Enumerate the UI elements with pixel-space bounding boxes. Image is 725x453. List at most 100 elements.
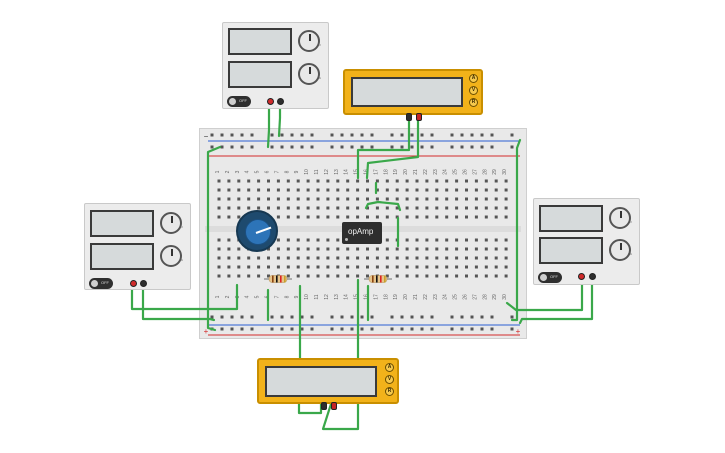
psu-power-switch[interactable] [227, 96, 251, 107]
column-number: 10 [304, 169, 310, 175]
breadboard-hole [316, 247, 320, 251]
breadboard-hole [405, 197, 409, 201]
multimeter-com-probe[interactable] [321, 402, 327, 410]
rail-polarity-label: + [204, 327, 209, 336]
wire [266, 101, 271, 149]
psu-voltage-knob[interactable] [298, 30, 320, 52]
psu-negative-terminal[interactable] [589, 273, 596, 280]
breadboard-hole [227, 197, 231, 201]
breadboard-hole [435, 265, 439, 269]
breadboard-hole [375, 197, 379, 201]
rail-hole [300, 145, 304, 149]
multimeter-mode-ammeter[interactable]: A [385, 363, 394, 372]
rail-hole [450, 145, 454, 149]
column-number: 27 [472, 169, 478, 175]
multimeter-top[interactable]: A V R [343, 69, 483, 121]
breadboard-hole [366, 256, 369, 260]
column-number: 19 [393, 294, 399, 300]
psu-negative-terminal[interactable] [140, 280, 147, 287]
breadboard-hole [326, 247, 330, 251]
psu-positive-terminal[interactable] [130, 280, 137, 287]
breadboard-hole [326, 256, 330, 260]
power-supply-top[interactable]: V A OFF [222, 22, 329, 109]
breadboard-hole [296, 179, 300, 183]
psu-voltage-unit: V [319, 43, 322, 47]
multimeter-positive-probe[interactable] [416, 113, 422, 121]
power-supply-right[interactable]: V A OFF [533, 198, 640, 285]
breadboard-hole [346, 179, 350, 183]
breadboard-hole [346, 256, 350, 260]
rail-hole [470, 327, 474, 331]
breadboard-hole [286, 265, 290, 269]
multimeter-positive-probe[interactable] [331, 402, 337, 410]
column-number: 29 [492, 294, 498, 300]
breadboard-hole [227, 206, 231, 210]
breadboard-hole [306, 247, 310, 251]
breadboard-hole [474, 197, 478, 201]
wire [356, 116, 411, 180]
multimeter-mode-ammeter[interactable]: A [469, 74, 478, 83]
rail-hole [410, 315, 414, 319]
breadboard-hole [435, 197, 439, 201]
breadboard-hole [435, 179, 439, 183]
breadboard-hole [296, 256, 300, 260]
breadboard-hole [494, 274, 498, 278]
breadboard-hole [247, 197, 251, 201]
breadboard-hole [484, 197, 488, 201]
breadboard-hole [286, 179, 290, 183]
rail-hole [420, 145, 424, 149]
breadboard-hole [326, 274, 330, 278]
breadboard-hole [385, 206, 389, 210]
psu-negative-terminal[interactable] [277, 98, 284, 105]
rail-hole [510, 327, 514, 331]
multimeter-com-probe[interactable] [406, 113, 412, 121]
rail-hole [510, 133, 514, 137]
breadboard-hole [425, 197, 429, 201]
psu-current-knob[interactable] [298, 63, 320, 85]
opamp-chip[interactable]: opAmp [342, 222, 382, 244]
breadboard-hole [375, 188, 379, 192]
psu-power-switch[interactable] [538, 272, 562, 283]
breadboard-hole [296, 247, 300, 251]
breadboard-hole [425, 206, 429, 210]
breadboard-hole [247, 274, 251, 278]
breadboard-hole [276, 256, 280, 260]
breadboard-hole [356, 206, 360, 210]
psu-power-switch[interactable] [89, 278, 113, 289]
wire [321, 402, 360, 431]
breadboard-hole [227, 256, 231, 260]
rail-hole [300, 327, 304, 331]
column-number: 8 [284, 170, 290, 173]
rail-hole [400, 145, 404, 149]
breadboard-hole [227, 274, 231, 278]
potentiometer[interactable] [236, 210, 278, 252]
psu-current-knob[interactable] [160, 245, 182, 267]
breadboard-hole [286, 256, 290, 260]
breadboard-hole [445, 274, 449, 278]
psu-voltage-knob[interactable] [609, 207, 631, 229]
rail-hole [430, 133, 434, 137]
psu-voltage-knob[interactable] [160, 212, 182, 234]
multimeter-display [351, 77, 463, 107]
breadboard-hole [336, 274, 340, 278]
power-supply-left[interactable]: V A OFF [84, 203, 191, 290]
rail-hole [480, 133, 484, 137]
psu-positive-terminal[interactable] [578, 273, 585, 280]
breadboard-hole [425, 188, 429, 192]
breadboard-hole [445, 188, 449, 192]
multimeter-bottom[interactable]: A V R [257, 358, 399, 410]
breadboard-hole [395, 247, 399, 251]
rail-hole [450, 315, 454, 319]
breadboard-hole [395, 215, 399, 219]
psu-current-knob[interactable] [609, 239, 631, 261]
multimeter-mode-ohmmeter[interactable]: R [469, 98, 478, 107]
multimeter-mode-ohmmeter[interactable]: R [385, 387, 394, 396]
rail-hole [420, 327, 424, 331]
psu-positive-terminal[interactable] [267, 98, 274, 105]
rail-hole [370, 315, 374, 319]
multimeter-mode-voltmeter[interactable]: V [385, 375, 394, 384]
multimeter-mode-voltmeter[interactable]: V [469, 86, 478, 95]
breadboard-hole [267, 179, 270, 183]
breadboard-hole [257, 265, 261, 269]
